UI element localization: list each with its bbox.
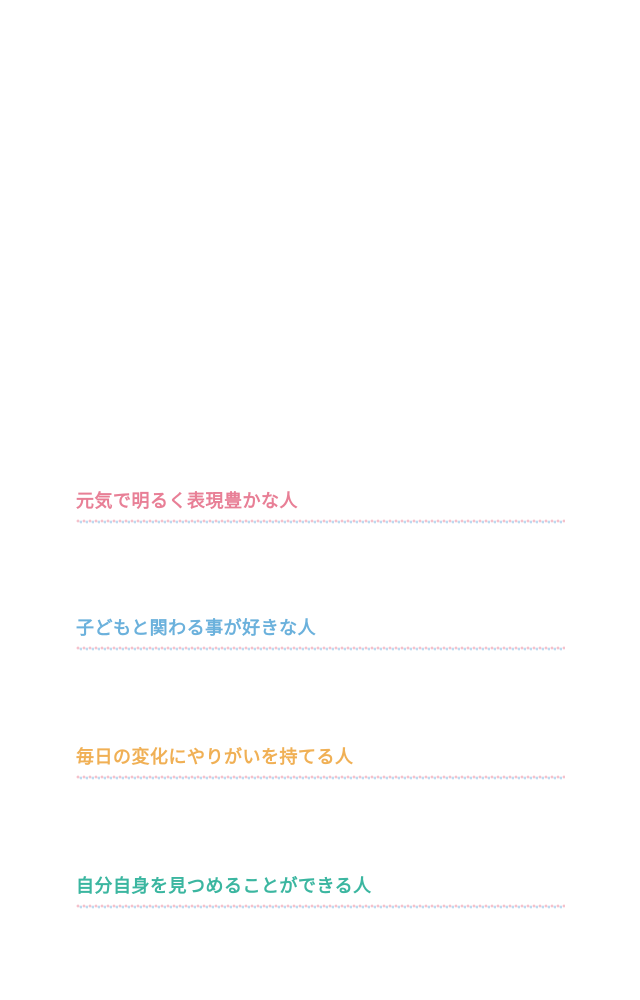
dotted-underline-1 — [76, 519, 565, 524]
qualities-list: 元気で明るく表現豊かな人 子どもと関わる事が好きな人 毎日の変化にやりがいを持て… — [76, 0, 565, 1000]
quality-item-2: 子どもと関わる事が好きな人 — [76, 617, 565, 651]
quality-item-1: 元気で明るく表現豊かな人 — [76, 490, 565, 524]
quality-text-4: 自分自身を見つめることができる人 — [76, 876, 372, 897]
quality-text-2: 子どもと関わる事が好きな人 — [76, 618, 317, 639]
quality-text-1: 元気で明るく表現豊かな人 — [76, 491, 298, 512]
quality-text-3: 毎日の変化にやりがいを持てる人 — [76, 747, 354, 768]
dotted-underline-4 — [76, 904, 565, 909]
dotted-underline-2 — [76, 646, 565, 651]
dotted-underline-3 — [76, 775, 565, 780]
quality-item-3: 毎日の変化にやりがいを持てる人 — [76, 746, 565, 780]
quality-item-4: 自分自身を見つめることができる人 — [76, 875, 565, 909]
